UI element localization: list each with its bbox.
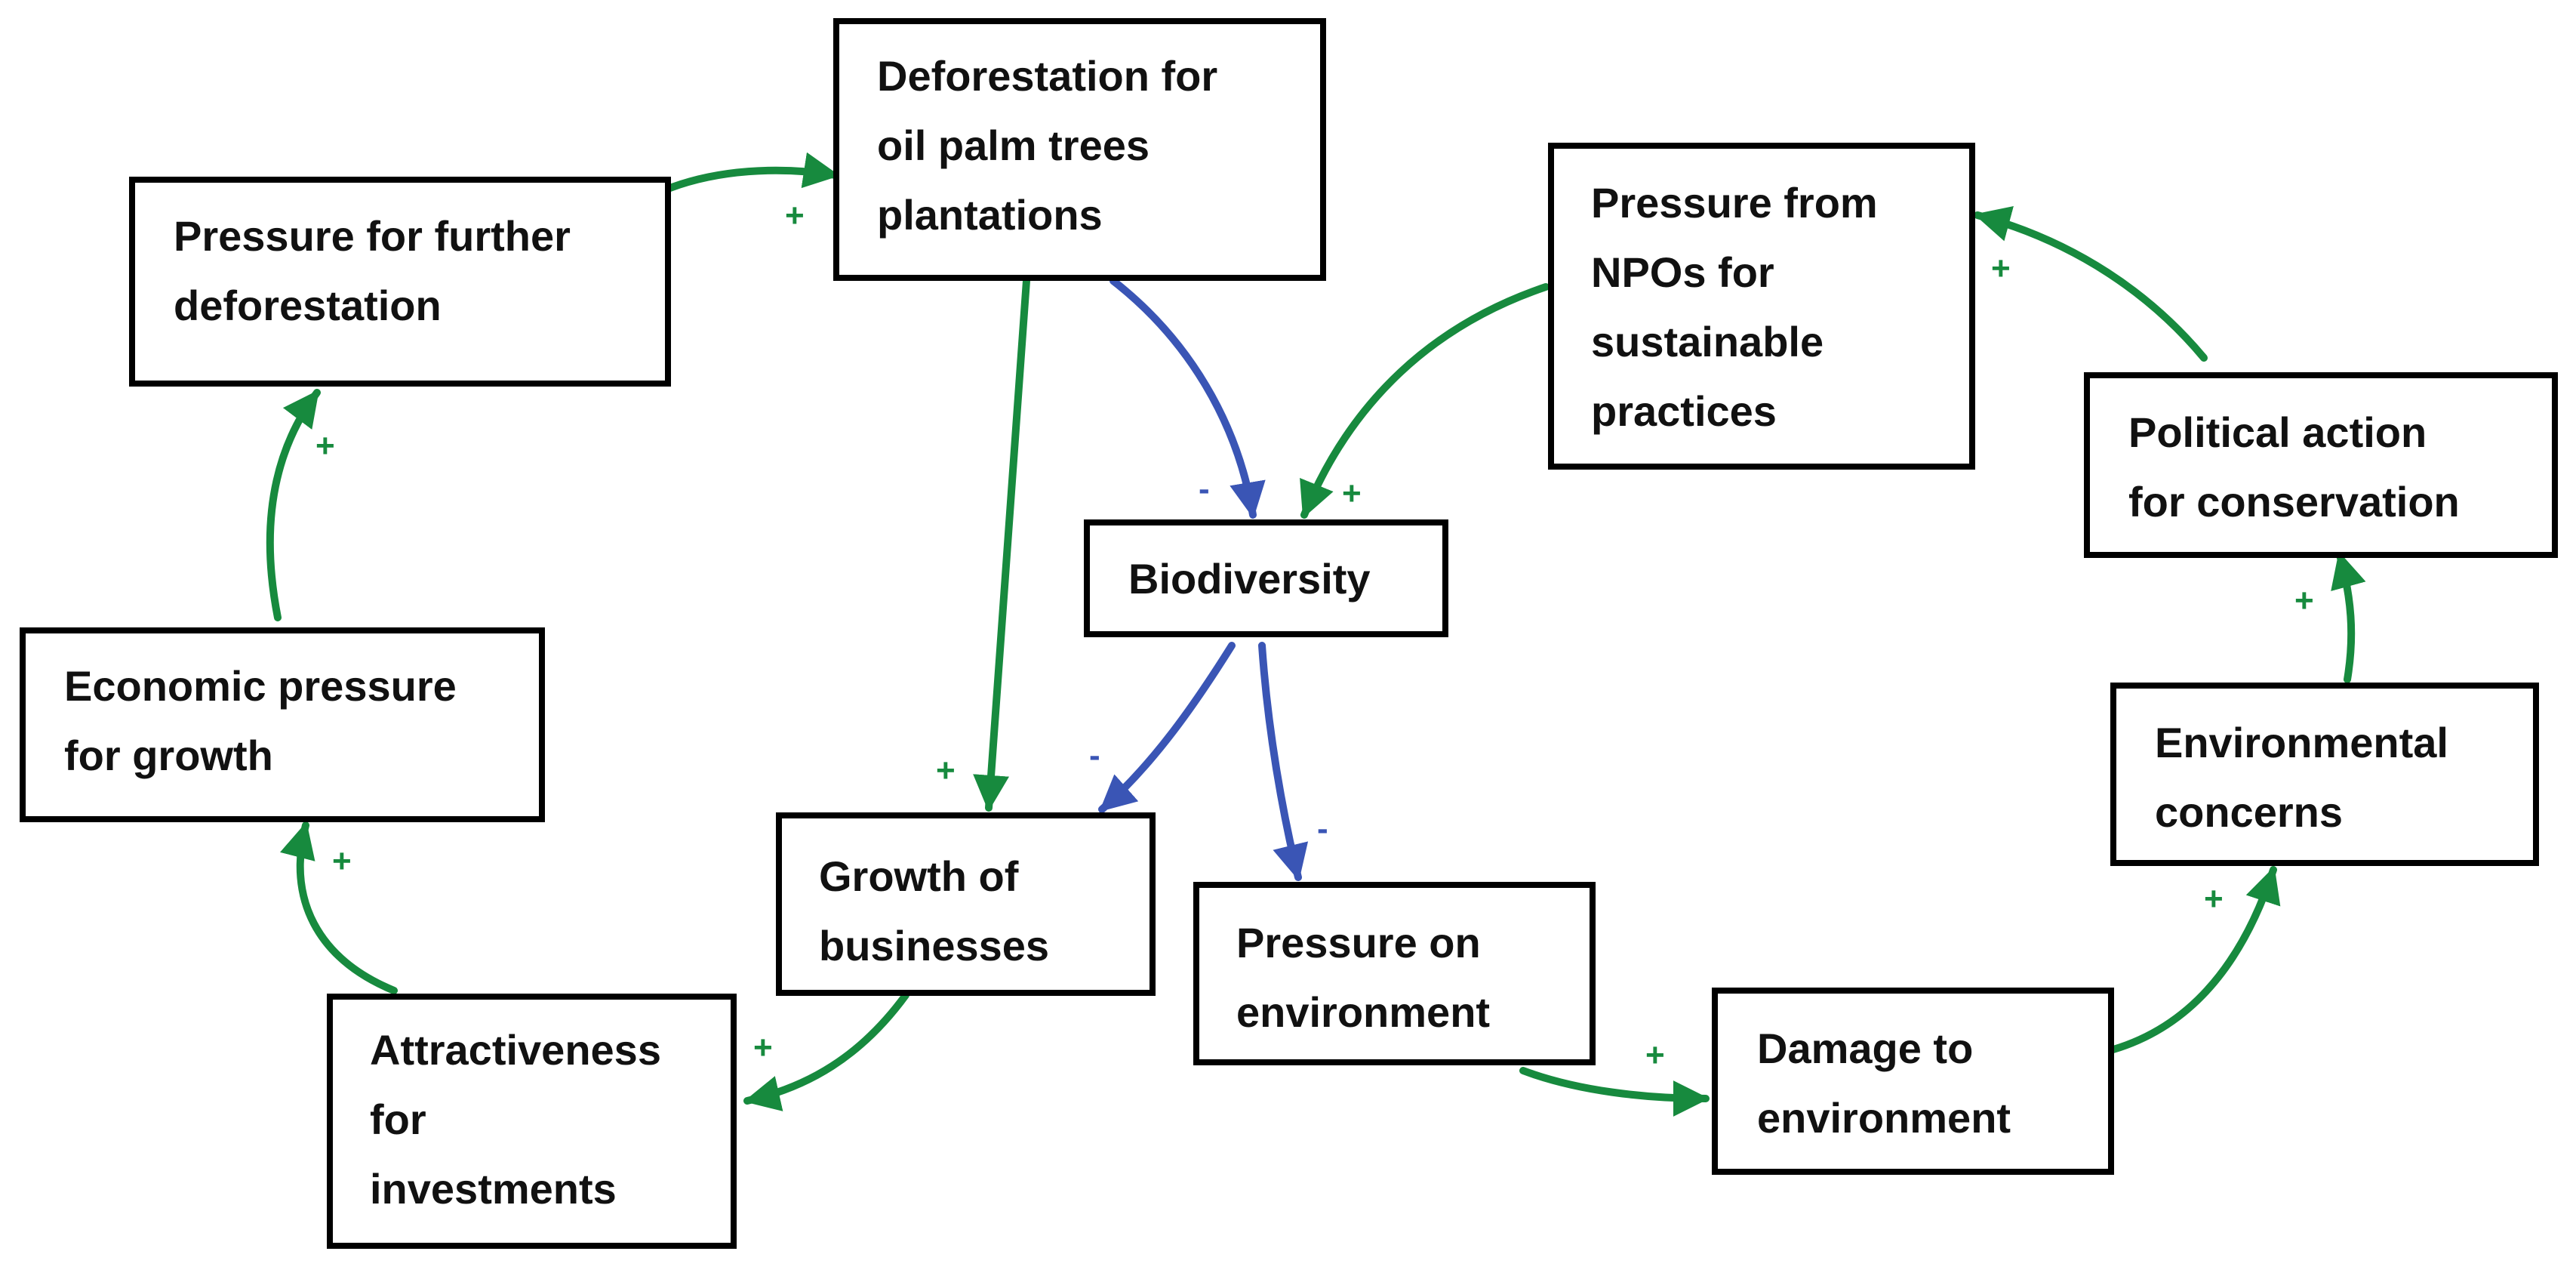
polarity-deforestation-to-growth: + [936, 752, 956, 789]
polarity-deforestation-to-biodiversity: - [1199, 470, 1210, 507]
arrow-pressure-env-to-damage [1519, 1067, 1710, 1117]
polarity-pressure-env-to-damage: + [1645, 1037, 1665, 1074]
node-growth-line-2: businesses [819, 922, 1049, 969]
arrow-growth-to-attractiveness [743, 991, 909, 1111]
node-environmental-concerns: Environmental concerns [2110, 683, 2539, 866]
node-deforestation: Deforestation for oil palm trees plantat… [833, 18, 1326, 281]
node-npo-line-1: Pressure from [1591, 179, 1878, 227]
arrow-biodiversity-to-growth [1098, 642, 1236, 813]
arrow-npo-to-biodiversity [1300, 283, 1550, 519]
arrow-further-to-deforestation [664, 152, 840, 193]
node-attractiveness-line-3: investments [370, 1165, 617, 1213]
node-growth: Growth of businesses [776, 812, 1156, 996]
polarity-economic-to-further: + [315, 427, 335, 464]
node-political-line-1: Political action [2128, 408, 2427, 456]
node-pressure-environment: Pressure on environment [1193, 882, 1596, 1065]
polarity-biodiversity-to-growth: - [1089, 737, 1100, 774]
node-concerns-line-1: Environmental [2155, 719, 2448, 766]
node-damage: Damage to environment [1712, 988, 2114, 1175]
node-deforestation-line-1: Deforestation for [877, 52, 1217, 100]
node-political-action: Political action for conservation [2084, 372, 2558, 558]
node-attractiveness-line-2: for [370, 1096, 426, 1143]
node-npo-line-3: sustainable [1591, 318, 1824, 365]
node-npo-pressure: Pressure from NPOs for sustainable pract… [1548, 143, 1975, 470]
node-concerns-line-2: concerns [2155, 788, 2343, 836]
arrow-political-to-npo [1974, 206, 2208, 362]
edges [266, 152, 2366, 1117]
polarity-political-to-npo: + [1991, 250, 2011, 287]
node-further-pressure-line-1: Pressure for further [174, 212, 571, 260]
polarity-further-to-deforestation: + [785, 197, 805, 234]
node-further-pressure: Pressure for further deforestation [129, 177, 671, 387]
arrow-biodiversity-to-pressure-env [1258, 642, 1309, 881]
node-economic-line-2: for growth [64, 732, 273, 779]
node-pressure-env-line-1: Pressure on [1236, 919, 1481, 966]
node-biodiversity: Biodiversity [1084, 519, 1448, 637]
polarity-attractiveness-to-economic: + [332, 843, 352, 880]
node-attractiveness-line-1: Attractiveness [370, 1026, 661, 1074]
node-attractiveness: Attractiveness for investments [327, 994, 737, 1249]
arrow-attractiveness-to-economic [279, 821, 398, 994]
arrow-economic-to-further [266, 389, 321, 621]
arrow-deforestation-to-biodiversity [1109, 277, 1266, 519]
node-economic-line-1: Economic pressure [64, 662, 457, 710]
node-npo-line-4: practices [1591, 387, 1777, 435]
polarity-biodiversity-to-pressure-env: - [1317, 810, 1328, 847]
node-npo-line-2: NPOs for [1591, 248, 1774, 296]
arrow-deforestation-to-growth [973, 277, 1030, 812]
node-pressure-env-line-2: environment [1236, 988, 1490, 1036]
node-economic-pressure: Economic pressure for growth [20, 627, 545, 822]
polarity-npo-to-biodiversity: + [1342, 475, 1362, 512]
node-damage-line-2: environment [1757, 1094, 2011, 1142]
arrow-concerns-to-political [2331, 551, 2366, 683]
polarity-growth-to-attractiveness: + [753, 1029, 773, 1066]
node-deforestation-line-2: oil palm trees [877, 122, 1150, 169]
polarity-damage-to-concerns: + [2204, 880, 2224, 917]
arrow-damage-to-concerns [2110, 866, 2281, 1053]
node-biodiversity-line-1: Biodiversity [1128, 555, 1371, 603]
node-growth-line-1: Growth of [819, 852, 1019, 900]
node-damage-line-1: Damage to [1757, 1025, 1973, 1072]
node-deforestation-line-3: plantations [877, 191, 1103, 239]
node-further-pressure-line-2: deforestation [174, 282, 442, 329]
node-political-line-2: for conservation [2128, 478, 2460, 525]
polarity-concerns-to-political: + [2294, 582, 2314, 619]
polarity-signs: + - + + - - + + + + + + + [315, 197, 2314, 1074]
